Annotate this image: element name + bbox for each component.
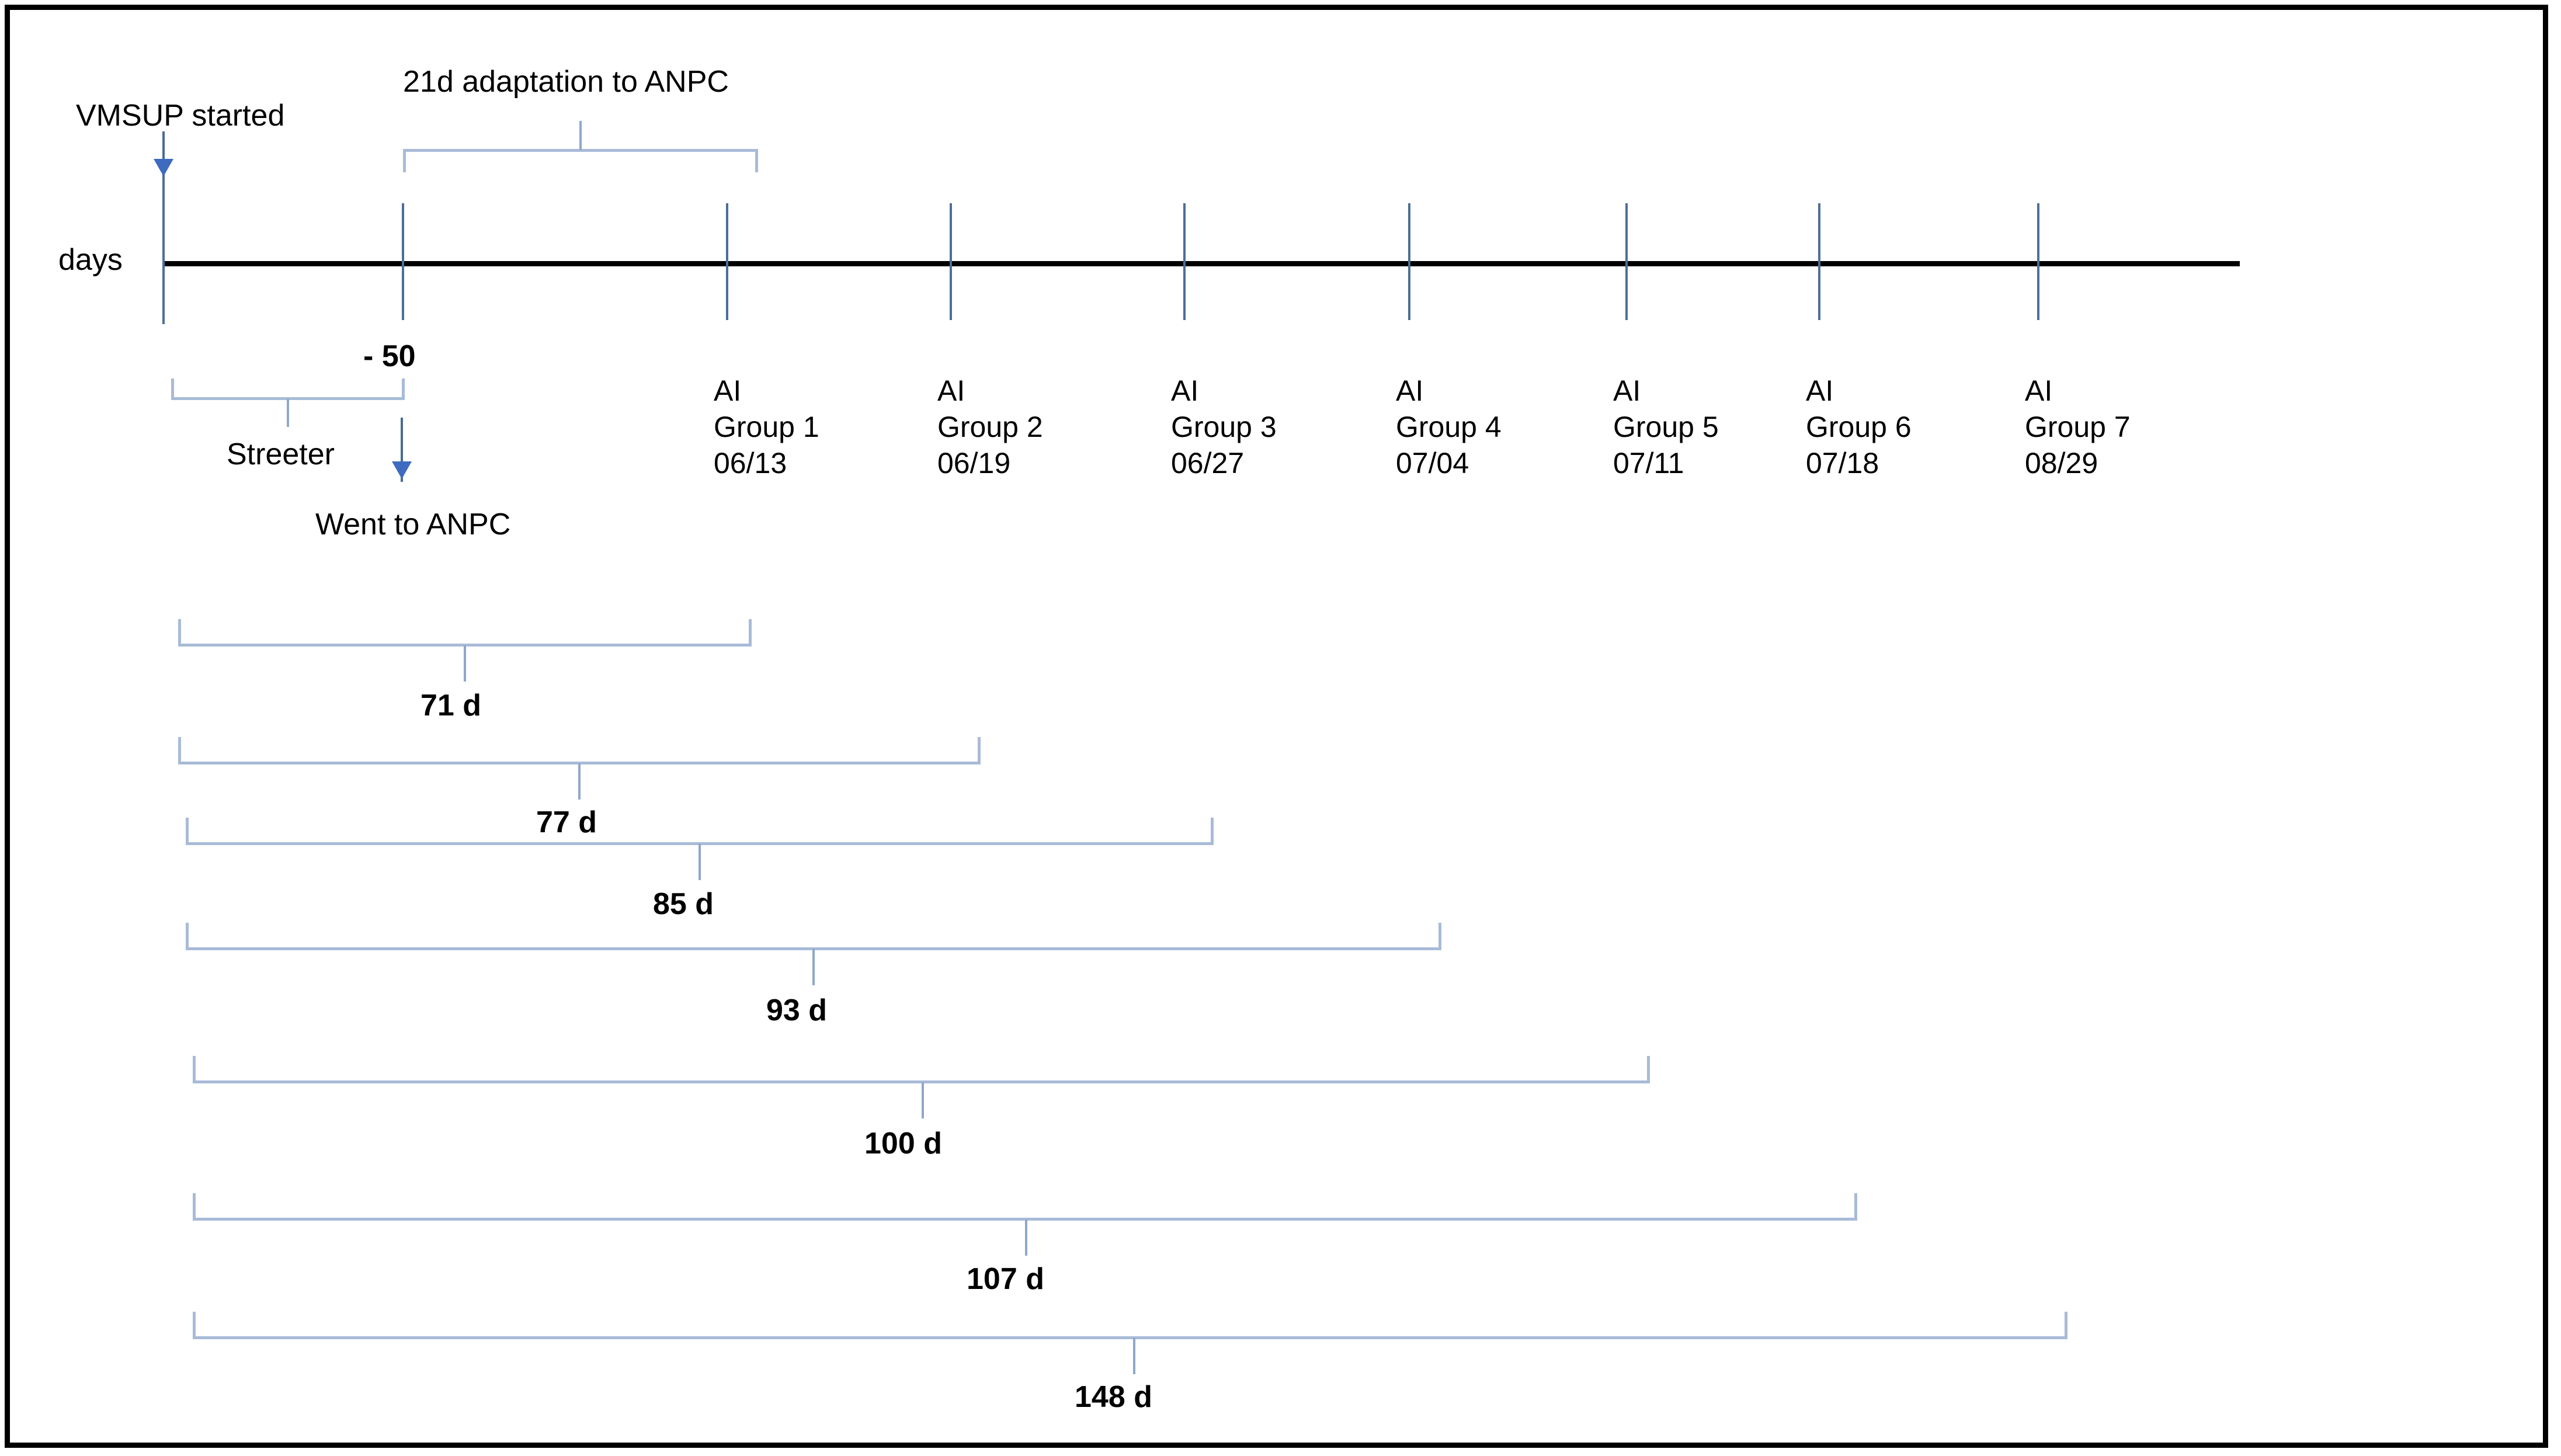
ai-group-3-line2: Group 3 — [1171, 411, 1277, 443]
tick-group-3 — [1183, 203, 1186, 320]
duration-bracket-107d — [193, 1193, 1857, 1256]
ai-group-3-date: 06/27 — [1171, 447, 1245, 479]
ai-group-7-line1: AI — [2025, 374, 2053, 407]
tick-group-4 — [1408, 203, 1410, 320]
ai-group-5: AI Group 5 07/11 — [1613, 373, 1719, 481]
duration-bracket-71d — [178, 619, 752, 682]
tick-group-6 — [1818, 203, 1820, 320]
ai-group-7-date: 08/29 — [2025, 447, 2098, 479]
tick-anpc — [402, 203, 404, 320]
ai-group-7-line2: Group 7 — [2025, 411, 2131, 443]
duration-bracket-100d — [193, 1056, 1650, 1118]
duration-label-100d: 100 d — [864, 1127, 942, 1160]
duration-bracket-93d — [186, 923, 1441, 985]
ai-group-3: AI Group 3 06/27 — [1171, 373, 1277, 481]
ai-group-2-line2: Group 2 — [937, 411, 1043, 443]
ai-group-6: AI Group 6 07/18 — [1806, 373, 1912, 481]
tick-group-5 — [1625, 203, 1628, 320]
adaptation-label: 21d adaptation to ANPC — [403, 65, 729, 99]
ai-group-4-date: 07/04 — [1396, 447, 1469, 479]
ai-group-6-date: 07/18 — [1806, 447, 1879, 479]
duration-label-71d: 71 d — [421, 689, 482, 722]
ai-group-2-date: 06/19 — [937, 447, 1011, 479]
ai-group-4-line2: Group 4 — [1396, 411, 1502, 443]
streeter-label: Streeter — [227, 437, 335, 471]
ai-group-4-line1: AI — [1396, 374, 1424, 407]
duration-bracket-85d — [186, 818, 1214, 880]
ai-group-1-line1: AI — [714, 374, 742, 407]
duration-label-93d: 93 d — [766, 993, 828, 1027]
ai-group-7: AI Group 7 08/29 — [2025, 373, 2131, 481]
ai-group-1-line2: Group 1 — [714, 411, 819, 443]
tick-group-7 — [2037, 203, 2039, 320]
vmsup-arrow-shaft — [162, 131, 165, 178]
ai-group-2: AI Group 2 06/19 — [937, 373, 1043, 481]
tick-vmsup — [162, 178, 165, 324]
axis-label-days: days — [58, 243, 123, 277]
adaptation-bracket — [403, 121, 758, 184]
duration-bracket-148d — [193, 1312, 2067, 1374]
vmsup-started-label: VMSUP started — [76, 99, 285, 133]
diagram-border — [5, 5, 2548, 1448]
ai-group-4: AI Group 4 07/04 — [1396, 373, 1502, 481]
ai-group-5-date: 07/11 — [1613, 447, 1684, 479]
duration-label-107d: 107 d — [967, 1262, 1044, 1296]
timeline-axis — [164, 261, 2240, 266]
ai-group-2-line1: AI — [937, 374, 965, 407]
ai-group-1: AI Group 1 06/13 — [714, 373, 819, 481]
went-to-anpc-label: Went to ANPC — [315, 508, 511, 541]
ai-group-5-line1: AI — [1613, 374, 1641, 407]
duration-label-148d: 148 d — [1075, 1380, 1152, 1414]
tick-group-1 — [726, 203, 728, 320]
vmsup-arrow-head — [154, 159, 173, 176]
ai-group-6-line1: AI — [1806, 374, 1834, 407]
went-to-anpc-arrow-shaft — [401, 418, 403, 482]
ai-group-3-line1: AI — [1171, 374, 1199, 407]
ai-group-5-line2: Group 5 — [1613, 411, 1719, 443]
day-marker-minus-50: - 50 — [363, 339, 416, 373]
ai-group-6-line2: Group 6 — [1806, 411, 1912, 443]
duration-label-85d: 85 d — [653, 887, 714, 921]
duration-bracket-77d — [178, 737, 981, 800]
ai-group-1-date: 06/13 — [714, 447, 787, 479]
duration-label-77d: 77 d — [536, 805, 597, 839]
went-to-anpc-arrow-head — [392, 461, 412, 479]
streeter-bracket — [171, 378, 405, 432]
tick-group-2 — [950, 203, 952, 320]
